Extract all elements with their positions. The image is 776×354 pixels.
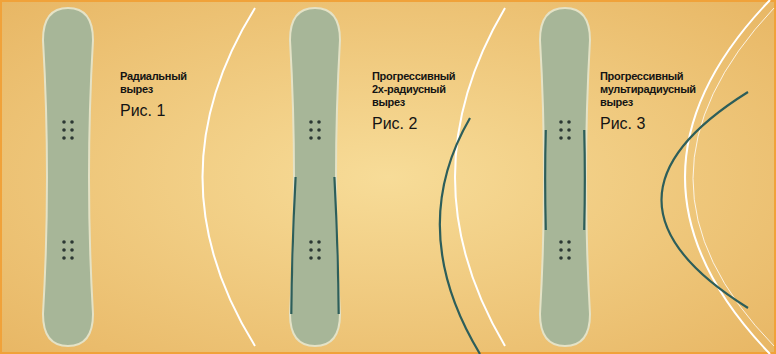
- radius-arc: [685, 0, 770, 354]
- figure-number: Рис. 2: [372, 115, 417, 133]
- radius-arc: [662, 92, 749, 308]
- edge-section: [291, 177, 338, 314]
- radius-arc: [440, 118, 480, 354]
- edge-section: [545, 130, 585, 230]
- radius-arc: [455, 8, 505, 346]
- figure-number: Рис. 3: [600, 115, 645, 133]
- figure-number: Рис. 1: [120, 102, 165, 120]
- radius-arc: [693, 8, 774, 346]
- cut-type-label: Прогрессивный мультирадиусный вырез: [600, 70, 692, 109]
- cut-type-label: Радиальный вырез: [120, 70, 212, 96]
- snowboard: [540, 8, 590, 346]
- radius-arc: [203, 8, 256, 346]
- snowboard: [290, 8, 340, 346]
- cut-type-label: Прогрессивный 2х-радиусный вырез: [372, 70, 464, 109]
- snowboard: [43, 8, 93, 346]
